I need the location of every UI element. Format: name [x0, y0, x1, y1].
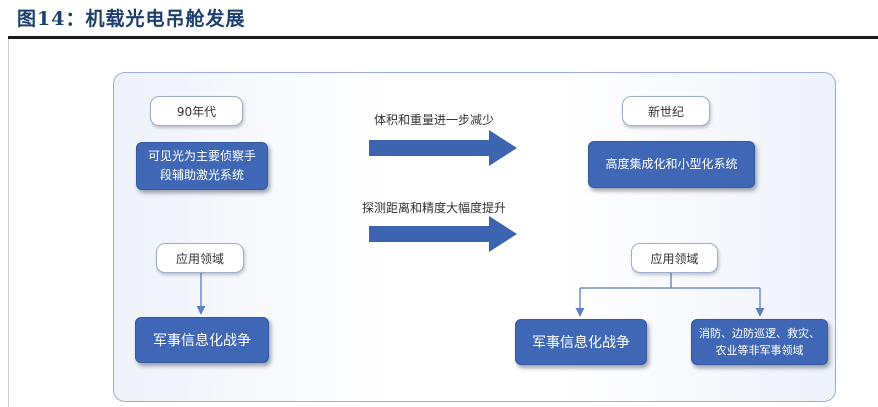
right-app-label: 应用领域	[631, 243, 718, 273]
left-era-label: 90年代	[150, 96, 243, 126]
title-rule	[8, 36, 878, 39]
left-app-box: 军事信息化战争	[135, 317, 269, 363]
right-desc-box: 高度集成化和小型化系统	[588, 141, 755, 188]
page-left-border	[8, 39, 9, 407]
figure-title: 图14：机载光电吊舱发展	[17, 8, 246, 30]
left-desc-box: 可见光为主要侦察手段辅助激光系统	[136, 142, 268, 190]
progress-arrow-bottom	[369, 216, 517, 252]
arrow-top-label: 体积和重量进一步减少	[374, 113, 495, 127]
right-app-box-military: 军事信息化战争	[515, 319, 647, 365]
left-app-label: 应用领域	[156, 243, 244, 273]
right-era-label: 新世纪	[622, 96, 710, 126]
arrow-bottom-label: 探测距离和精度大幅度提升	[362, 201, 507, 215]
right-app-box-civil: 消防、边防巡逻、救灾、农业等非军事领域	[691, 319, 828, 365]
progress-arrow-top	[369, 130, 517, 166]
